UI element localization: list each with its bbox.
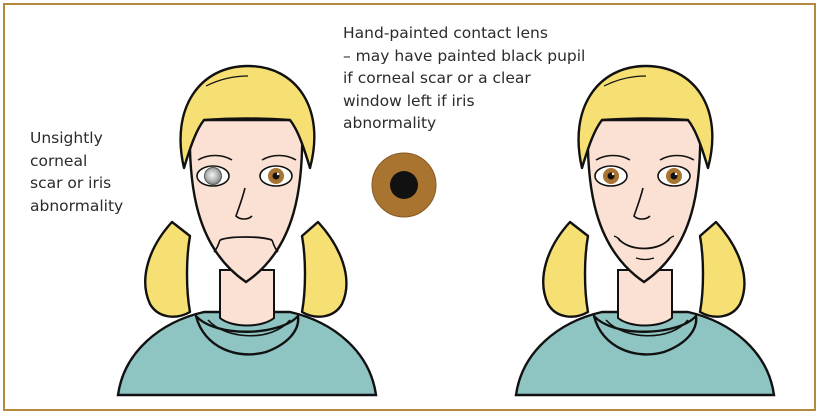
caption-top-line: if corneal scar or a clear [343, 67, 643, 90]
scarred-eye [205, 168, 222, 185]
caption-left: Unsightly corneal scar or iris abnormali… [30, 127, 150, 217]
caption-top-line: Hand-painted contact lens [343, 22, 643, 45]
face-after [588, 120, 701, 282]
contact-lens [372, 153, 436, 217]
girl-before [118, 66, 376, 395]
face-before [190, 120, 303, 282]
left-pigtail-after [543, 222, 588, 317]
right-pigtail-after [700, 222, 744, 317]
right-pigtail-before [302, 222, 346, 317]
caption-left-line: corneal [30, 150, 150, 173]
caption-left-line: Unsightly [30, 127, 150, 150]
caption-top-line: window left if iris [343, 90, 643, 113]
caption-top-line: – may have painted black pupil [343, 45, 643, 68]
caption-top: Hand-painted contact lens – may have pai… [343, 22, 643, 135]
caption-left-line: abnormality [30, 195, 150, 218]
left-pigtail-before [145, 222, 190, 317]
caption-top-line: abnormality [343, 112, 643, 135]
caption-left-line: scar or iris [30, 172, 150, 195]
